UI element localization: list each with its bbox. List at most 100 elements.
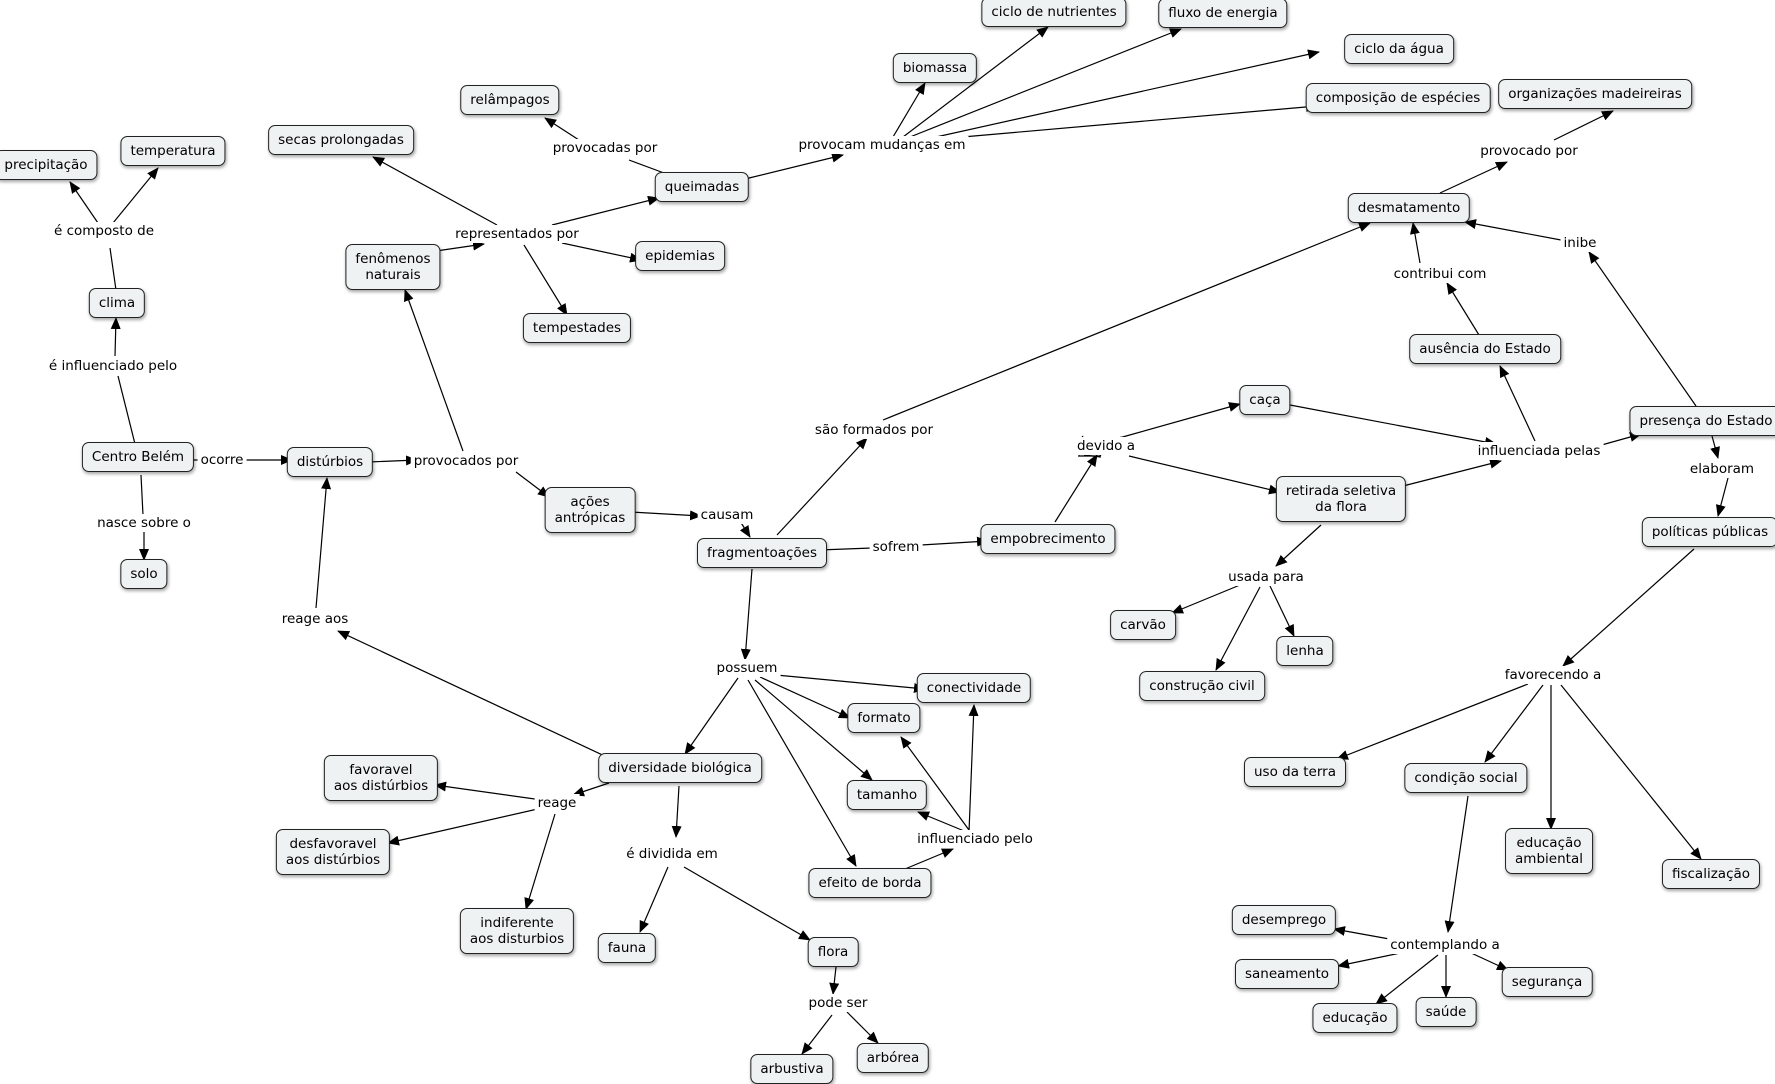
concept-acoes-antropicas[interactable]: ações antrópicas	[544, 487, 636, 533]
concept-presenca-estado[interactable]: presença do Estado	[1629, 406, 1775, 436]
concept-saude[interactable]: saúde	[1415, 997, 1477, 1027]
connector-line	[434, 781, 543, 801]
connector-line	[69, 181, 99, 224]
connector-line	[639, 866, 669, 933]
concept-lenha[interactable]: lenha	[1276, 636, 1334, 666]
concept-indiferente[interactable]: indiferente aos disturbios	[459, 908, 575, 954]
concept-organizacoes-madeireiras[interactable]: organizações madeireiras	[1498, 79, 1692, 109]
concept-caca[interactable]: caça	[1239, 385, 1291, 415]
concept-politicas-publicas[interactable]: políticas públicas	[1641, 517, 1775, 547]
connector-line	[1215, 586, 1261, 671]
connector-line	[1553, 110, 1614, 141]
connector-line	[904, 848, 954, 870]
connector-line	[683, 866, 811, 941]
link-favorecendo-a: favorecendo a	[1501, 666, 1605, 684]
concept-ciclo-nutrientes[interactable]: ciclo de nutrientes	[981, 0, 1127, 27]
connector-line	[882, 222, 1371, 421]
concept-composicao-especies[interactable]: composição de espécies	[1305, 83, 1491, 113]
link-ocorre: ocorre	[197, 451, 247, 469]
connector-line	[630, 510, 702, 521]
concept-fauna[interactable]: fauna	[597, 933, 657, 963]
concept-centro-belem[interactable]: Centro Belém	[81, 442, 195, 472]
connector-line	[829, 966, 840, 995]
connector-line	[109, 247, 117, 291]
connector-line	[561, 242, 642, 263]
concept-favoravel[interactable]: favoravel aos distúrbios	[323, 755, 439, 801]
concept-fragmentoacoes[interactable]: fragmentoações	[696, 538, 828, 568]
concept-efeito-borda[interactable]: efeito de borda	[808, 868, 932, 898]
link-sao-formados-por: são formados por	[811, 421, 937, 439]
connector-line	[1402, 458, 1502, 487]
connector-line	[671, 785, 682, 838]
connector-line	[524, 813, 556, 910]
connector-line	[1484, 684, 1544, 763]
connector-line	[1409, 222, 1421, 264]
connector-line	[387, 807, 543, 846]
concept-arborea[interactable]: arbórea	[856, 1043, 930, 1073]
concept-desemprego[interactable]: desemprego	[1231, 905, 1337, 935]
concept-fiscalizacao[interactable]: fiscalização	[1661, 859, 1761, 889]
concept-seguranca[interactable]: segurança	[1501, 967, 1593, 997]
connector-line	[684, 677, 739, 755]
link-usada-para: usada para	[1225, 568, 1307, 586]
connector-line	[1562, 548, 1695, 667]
concept-biomassa[interactable]: biomassa	[892, 53, 978, 83]
concept-educacao-ambiental[interactable]: educação ambiental	[1505, 828, 1593, 874]
link-influenciada-pelas: influenciada pelas	[1474, 442, 1604, 460]
concept-tempestades[interactable]: tempestades	[522, 313, 632, 343]
connector-line	[909, 28, 1182, 138]
concept-disturbios[interactable]: distúrbios	[286, 447, 374, 477]
concept-flora[interactable]: flora	[807, 937, 859, 967]
connector-line	[140, 474, 144, 516]
connector-line	[315, 477, 332, 609]
link-nasce-sobre: nasce sobre o	[94, 514, 194, 532]
concept-desmatamento[interactable]: desmatamento	[1347, 193, 1471, 223]
connector-line	[775, 674, 926, 693]
concept-precipitacao[interactable]: precipitação	[0, 150, 98, 180]
concept-condicao-social[interactable]: condição social	[1404, 763, 1528, 793]
concept-empobrecimento[interactable]: empobrecimento	[980, 524, 1116, 554]
concept-uso-terra[interactable]: uso da terra	[1243, 757, 1347, 787]
connector-line	[1444, 795, 1469, 933]
concept-queimadas[interactable]: queimadas	[654, 172, 750, 202]
concept-secas-prolongadas[interactable]: secas prolongadas	[268, 125, 414, 155]
concept-formato[interactable]: formato	[847, 703, 921, 733]
concept-temperatura[interactable]: temperatura	[120, 136, 226, 166]
concept-carvao[interactable]: carvão	[1110, 610, 1176, 640]
connector-line	[1054, 454, 1098, 523]
link-inibe: inibe	[1560, 234, 1600, 252]
concept-arbustiva[interactable]: arbustiva	[750, 1054, 834, 1084]
concept-epidemias[interactable]: epidemias	[635, 241, 725, 271]
connector-line	[1468, 951, 1509, 971]
concept-retirada-seletiva[interactable]: retirada seletiva da flora	[1275, 476, 1407, 522]
concept-construcao-civil[interactable]: construção civil	[1139, 671, 1265, 701]
connector-line	[544, 117, 580, 141]
connector-line	[747, 679, 857, 867]
link-provocam-mudancas: provocam mudanças em	[795, 136, 969, 154]
concept-ciclo-agua[interactable]: ciclo da água	[1344, 34, 1454, 64]
concept-solo[interactable]: solo	[120, 559, 168, 589]
connector-line	[110, 317, 121, 357]
concept-relampagos[interactable]: relâmpagos	[460, 85, 560, 115]
concept-fenomenos-naturais[interactable]: fenômenos naturais	[345, 244, 441, 290]
connector-line	[1289, 404, 1497, 447]
connector-line	[900, 736, 970, 831]
connector-line	[1560, 684, 1702, 860]
concept-desfavoravel[interactable]: desfavoravel aos distúrbios	[275, 829, 391, 875]
connector-line	[523, 244, 568, 316]
concept-diversidade-biologica[interactable]: diversidade biológica	[598, 753, 762, 783]
concept-educacao[interactable]: educação	[1312, 1003, 1398, 1033]
concept-fluxo-energia[interactable]: fluxo de energia	[1158, 0, 1288, 28]
link-influenciado-pelo: influenciado pelo	[914, 830, 1036, 848]
concept-ausencia-estado[interactable]: ausência do Estado	[1409, 334, 1561, 364]
connector-line	[1715, 477, 1729, 517]
connector-line	[372, 156, 498, 226]
link-elaboram: elaboram	[1686, 460, 1758, 478]
concept-tamanho[interactable]: tamanho	[846, 780, 928, 810]
concept-saneamento[interactable]: saneamento	[1234, 959, 1340, 989]
connector-line	[902, 26, 1049, 138]
link-reage: reage	[534, 794, 580, 812]
concept-clima[interactable]: clima	[88, 288, 146, 318]
concept-conectividade[interactable]: conectividade	[916, 673, 1032, 703]
connector-line	[1275, 524, 1322, 567]
